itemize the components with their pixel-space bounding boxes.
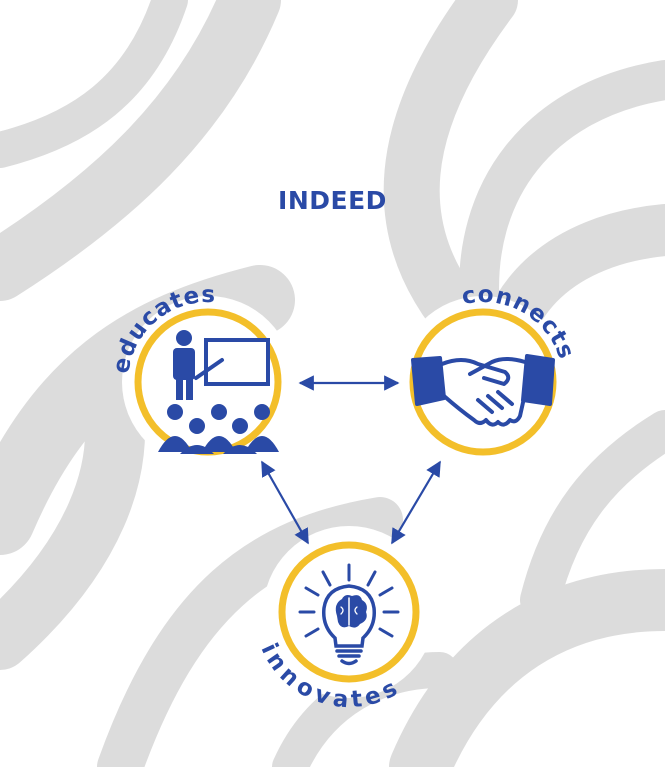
arrow-connects-innovates [391, 460, 441, 545]
lightbulb-brain-icon [298, 563, 400, 666]
diagram-title: INDEED [278, 186, 387, 215]
teacher-classroom-icon [158, 330, 279, 454]
node-connects [409, 308, 557, 456]
node-innovates [278, 541, 420, 683]
handshake-icon [411, 354, 555, 427]
arrow-educates-innovates [261, 460, 309, 545]
node-educates [134, 308, 282, 456]
